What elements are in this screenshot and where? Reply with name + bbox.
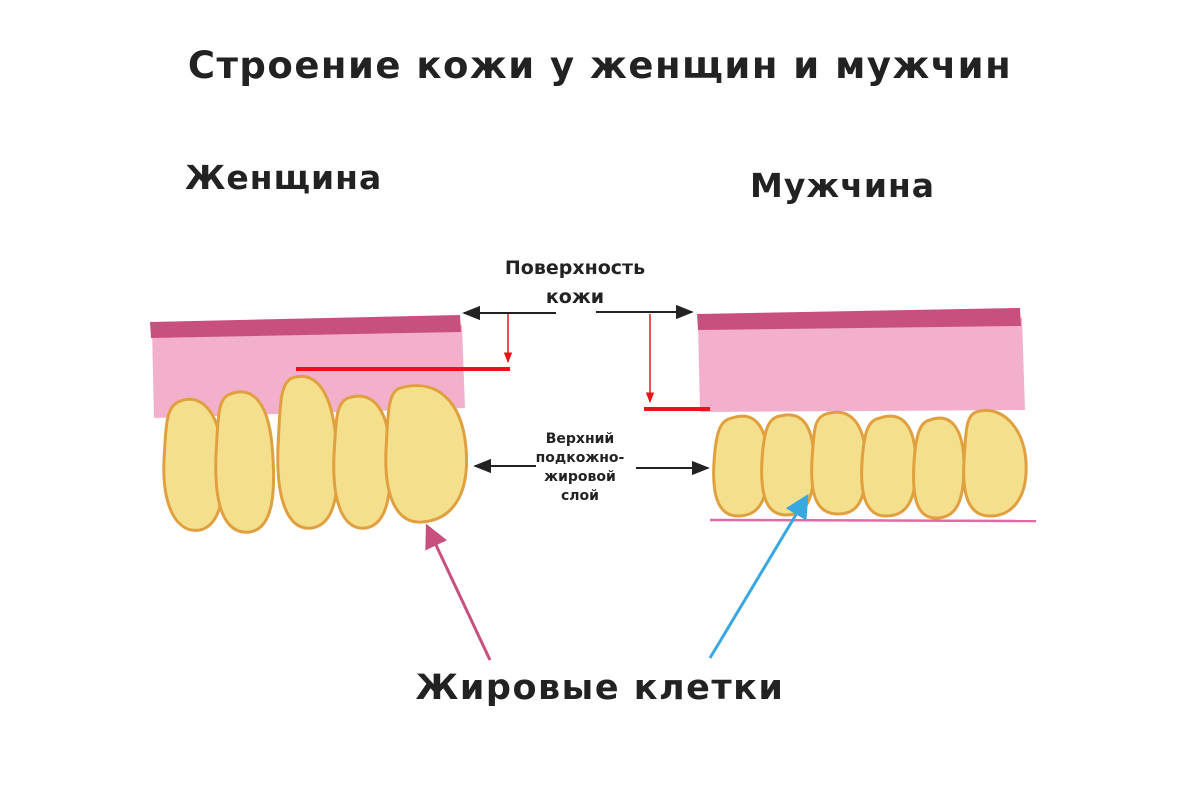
fat-cell [962,408,1028,518]
fat-cell [332,394,392,530]
female-fat-pointer-arrow [425,523,492,661]
subcutaneous-layer-label: Верхний подкожно- жировой слой [520,430,640,506]
fat-cell [384,384,469,524]
female-fat-cells [162,375,469,534]
male-fat-cells [712,408,1028,520]
female-epidermis-layer [150,315,461,338]
diagram-title: Строение кожи у женщин и мужчин [187,44,1013,87]
fat-cell [214,390,276,534]
subcutaneous-label-line3: жировой [544,469,616,485]
female-skin [150,313,513,534]
skin-surface-label-line2: кожи [545,286,605,308]
fat-cell [276,375,339,530]
subcutaneous-label-line2: подкожно- [535,450,625,466]
subcutaneous-label-line4: слой [561,488,599,504]
surface-arrows [462,304,694,321]
subcutaneous-label-line1: Верхний [545,431,615,447]
male-fat-pointer-arrow [708,493,809,659]
female-label: Женщина [185,158,383,197]
fat-cells-label: Жировые клетки [415,668,785,708]
fat-cell [162,397,225,532]
skin-surface-label: Поверхность кожи [475,254,675,312]
male-dermis-layer [698,318,1025,412]
fat-cell [860,414,918,518]
skin-surface-label-line1: Поверхность [504,257,646,279]
fat-cell [912,416,966,520]
fat-cell [712,414,770,518]
male-label: Мужчина [750,166,936,205]
male-skin [644,308,1037,523]
male-epidermis-layer [697,308,1021,330]
male-base-line [709,518,1037,523]
fat-cell [810,410,868,516]
subcutaneous-arrows [473,458,710,476]
